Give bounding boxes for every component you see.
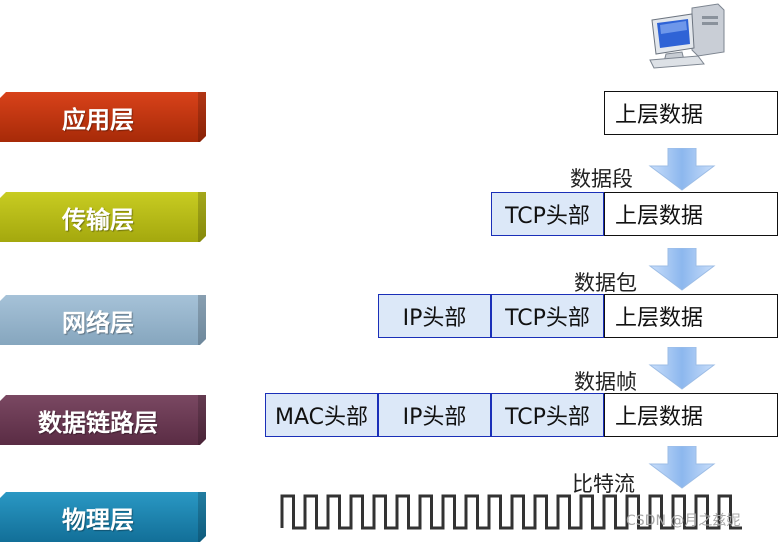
datalink-ip-header: IP头部 bbox=[378, 393, 491, 437]
layer-network-label: 网络层 bbox=[62, 308, 134, 337]
network-ip-header: IP头部 bbox=[378, 294, 491, 338]
tcp-header-text: TCP头部 bbox=[505, 405, 590, 430]
layer-datalink-label: 数据链路层 bbox=[38, 408, 158, 437]
layer-transport-label: 传输层 bbox=[62, 205, 134, 234]
datalink-upper-data: 上层数据 bbox=[604, 393, 778, 437]
app-upper-data: 上层数据 bbox=[604, 91, 778, 135]
down-arrow-icon bbox=[648, 148, 716, 191]
ip-header-text: IP头部 bbox=[402, 405, 467, 430]
segment-label: 数据段 bbox=[570, 167, 633, 191]
layer-transport: 传输层 bbox=[0, 192, 206, 242]
layer-application: 应用层 bbox=[0, 92, 206, 142]
layer-physical-label: 物理层 bbox=[62, 505, 134, 534]
transport-upper-data: 上层数据 bbox=[604, 192, 778, 236]
layer-physical: 物理层 bbox=[0, 492, 206, 542]
down-arrow-icon bbox=[648, 248, 716, 291]
computer-icon bbox=[649, 3, 725, 69]
bitstream-wave bbox=[280, 494, 742, 530]
watermark: CSDN @月之兹妮 bbox=[626, 513, 741, 529]
packet-label: 数据包 bbox=[574, 271, 637, 295]
upper-data-text: 上层数据 bbox=[615, 405, 704, 430]
transport-tcp-header: TCP头部 bbox=[491, 192, 604, 236]
down-arrow-icon bbox=[648, 446, 716, 489]
network-tcp-header: TCP头部 bbox=[491, 294, 604, 338]
network-upper-data: 上层数据 bbox=[604, 294, 778, 338]
upper-data-text: 上层数据 bbox=[615, 306, 704, 331]
upper-data-text: 上层数据 bbox=[615, 103, 704, 128]
layer-application-label: 应用层 bbox=[62, 105, 134, 134]
mac-header-text: MAC头部 bbox=[274, 405, 368, 430]
layer-network: 网络层 bbox=[0, 295, 206, 345]
datalink-tcp-header: TCP头部 bbox=[491, 393, 604, 437]
datalink-mac-header: MAC头部 bbox=[265, 393, 378, 437]
ip-header-text: IP头部 bbox=[402, 306, 467, 331]
upper-data-text: 上层数据 bbox=[615, 204, 704, 229]
down-arrow-icon bbox=[648, 347, 716, 390]
tcp-header-text: TCP头部 bbox=[505, 204, 590, 229]
frame-label: 数据帧 bbox=[574, 370, 637, 394]
layer-datalink: 数据链路层 bbox=[0, 395, 206, 445]
bitstream-label: 比特流 bbox=[572, 472, 635, 496]
tcp-header-text: TCP头部 bbox=[505, 306, 590, 331]
